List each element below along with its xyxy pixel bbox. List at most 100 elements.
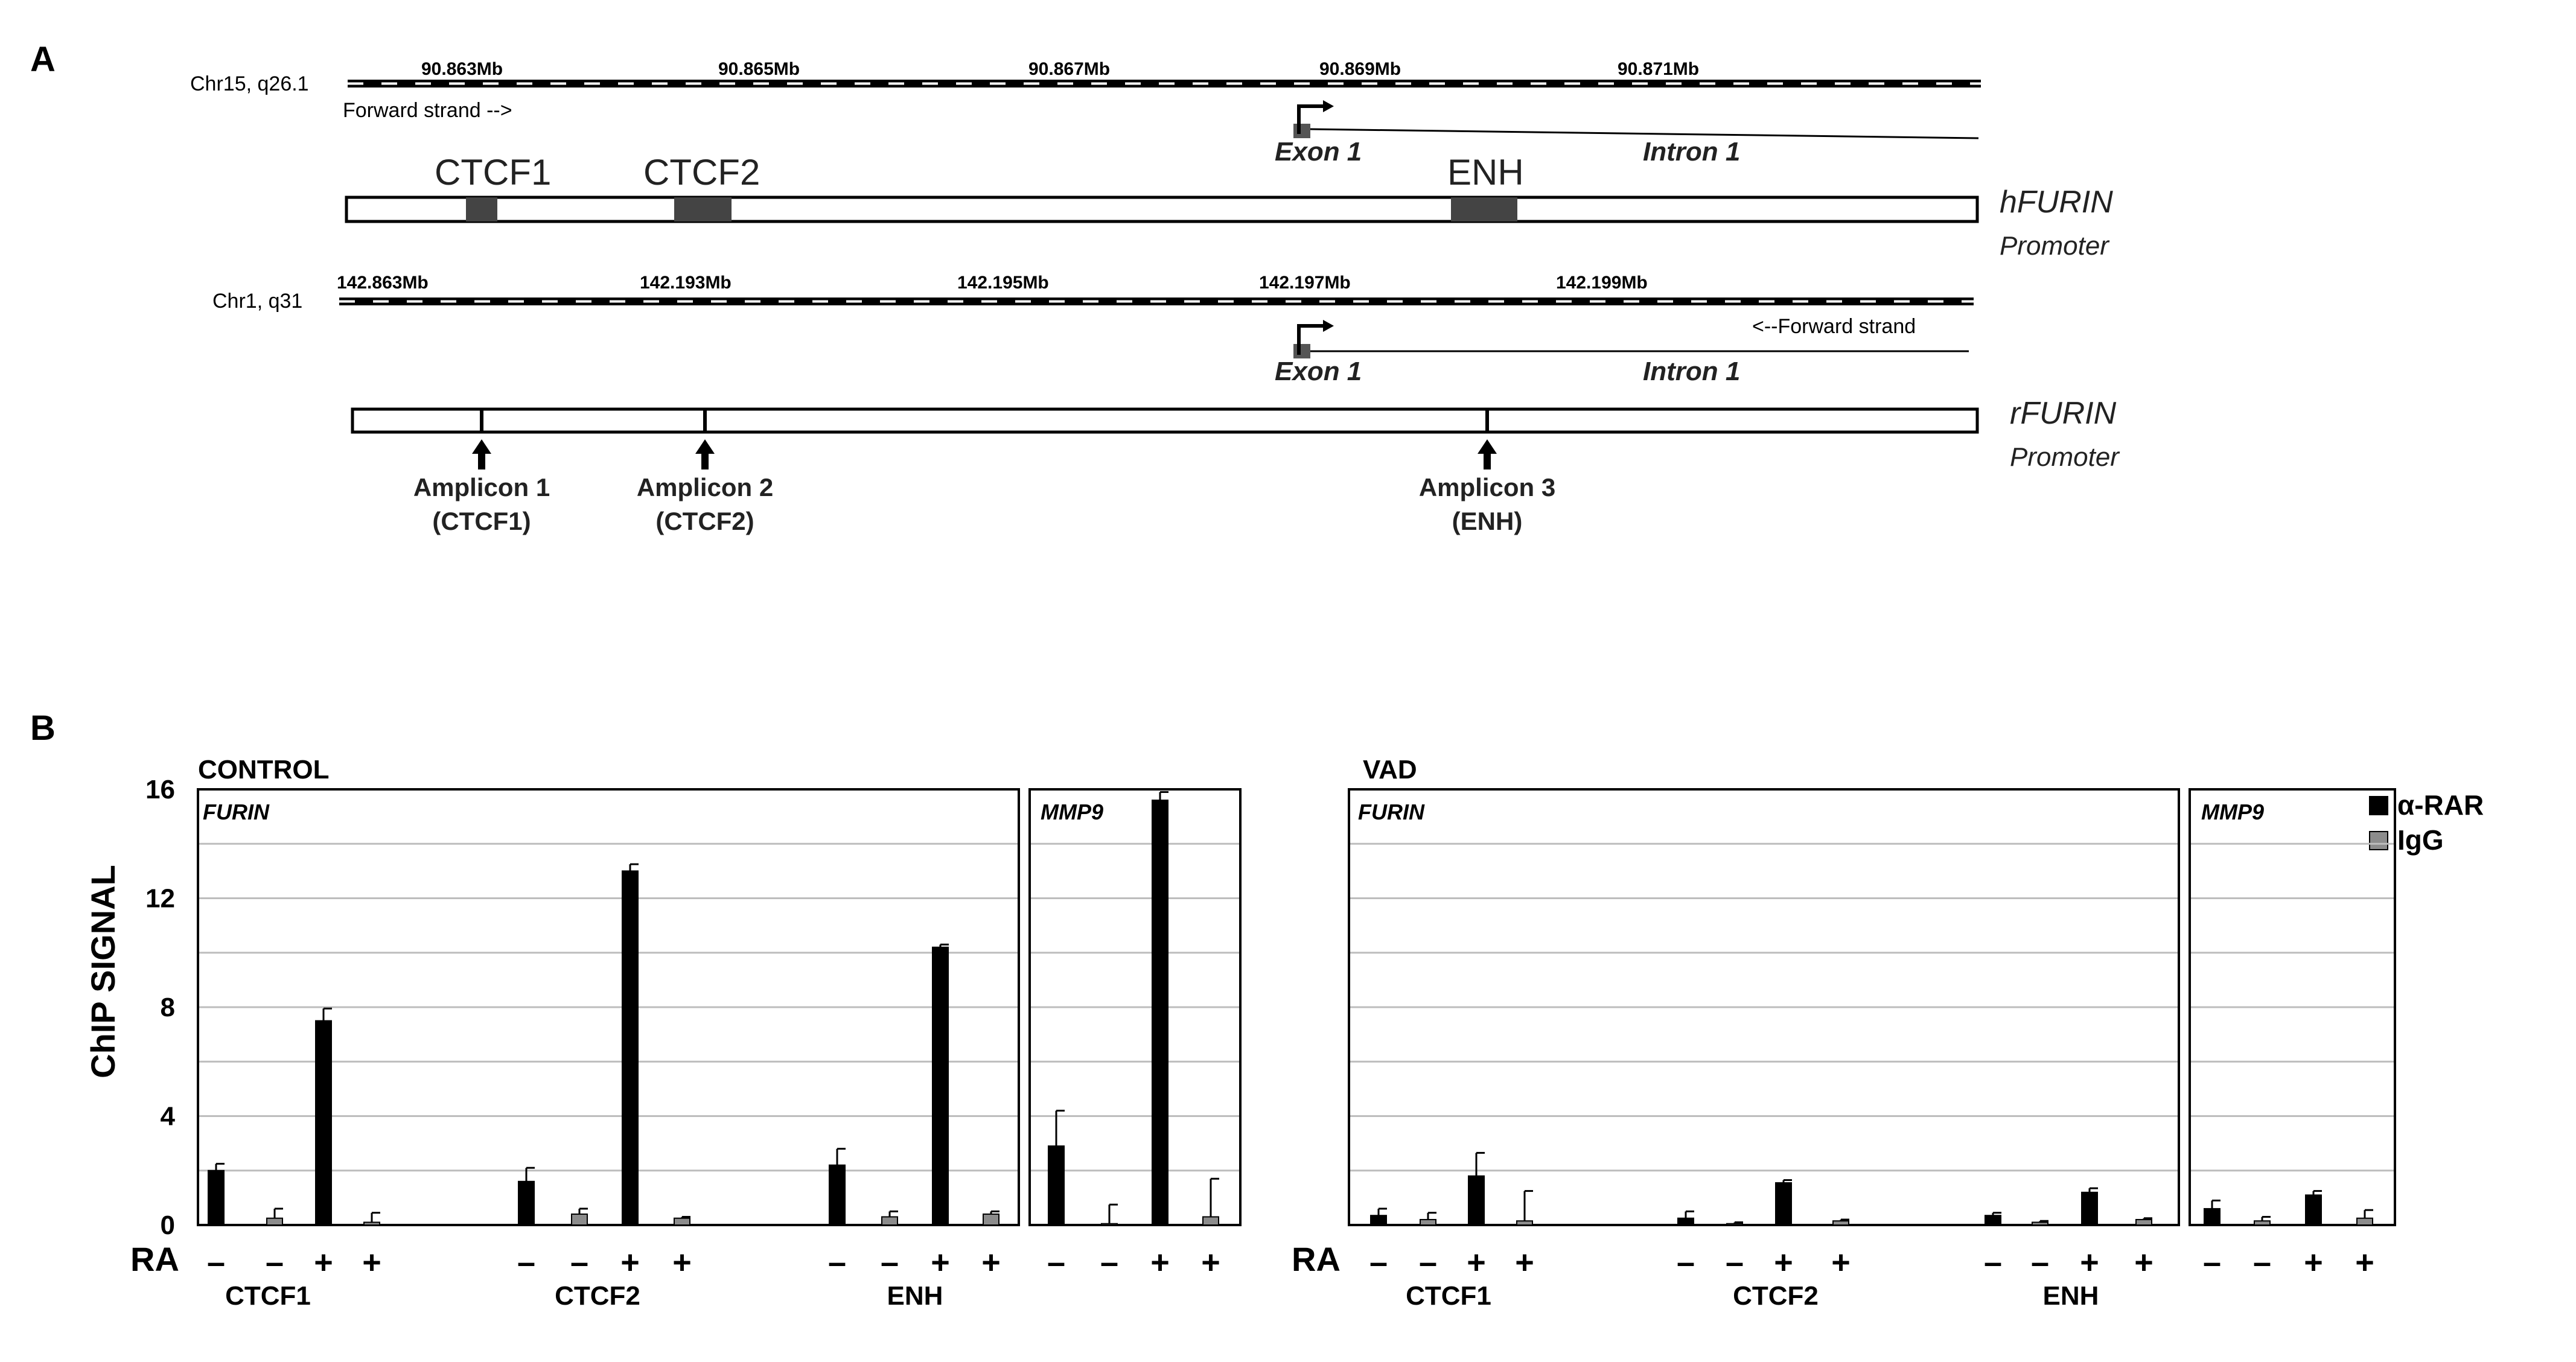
- ra-sign: –: [2253, 1244, 2271, 1281]
- ra-sign: –: [1369, 1244, 1388, 1281]
- ra-sign: –: [1677, 1244, 1695, 1281]
- bar-rar: [2081, 1191, 2098, 1226]
- amplicon-3-name: Amplicon 3: [1419, 473, 1555, 501]
- rat-exon-label: Exon 1: [1275, 357, 1362, 386]
- rat-tick-label: 142.193Mb: [640, 273, 732, 293]
- plot-frame: [2189, 788, 2396, 1226]
- rat-tick-label: 142.199Mb: [1556, 273, 1648, 293]
- rat-strand-label: <--Forward strand: [1752, 315, 1916, 338]
- condition-label-control: CONTROL: [198, 755, 330, 784]
- group-label: CTCF1: [1406, 1281, 1491, 1311]
- legend-swatch-rar: [2369, 796, 2388, 815]
- group-label: CTCF2: [555, 1281, 640, 1311]
- rat-promoter-bar: [351, 407, 1979, 434]
- rat-tick-label: 142.863Mb: [337, 273, 429, 293]
- control-mmp9-chart: MMP9––++: [1028, 788, 1242, 1281]
- bar-igg: [881, 1216, 898, 1226]
- rat-tss-arrow-icon: [1293, 320, 1334, 358]
- ra-sign: –: [1100, 1244, 1118, 1281]
- y-tick-label: 4: [161, 1102, 176, 1131]
- ra-sign: +: [1515, 1244, 1534, 1281]
- amplicon-1-arrow-icon: [472, 439, 491, 469]
- bar-rar: [208, 1169, 225, 1226]
- ra-sign: –: [517, 1244, 535, 1281]
- human-gene-label: hFURIN: [2000, 185, 2113, 220]
- plot-frame: [197, 788, 1020, 1226]
- ra-sign: –: [2203, 1244, 2221, 1281]
- ra-label-control: RA: [130, 1240, 179, 1278]
- bar-rar: [1468, 1175, 1485, 1226]
- ctcf2-site: [674, 197, 732, 221]
- human-tick-label: 90.869Mb: [1319, 59, 1401, 79]
- group-label: CTCF1: [225, 1281, 311, 1311]
- bar-rar: [932, 946, 949, 1226]
- ra-sign: +: [931, 1244, 950, 1281]
- bar-igg: [983, 1213, 999, 1226]
- plot-panel-label: MMP9: [2201, 800, 2264, 824]
- ra-sign: +: [1774, 1244, 1793, 1281]
- y-axis-title: ChIP SIGNAL: [84, 865, 122, 1078]
- rat-intron-label: Intron 1: [1643, 357, 1740, 386]
- bar-igg: [266, 1217, 283, 1226]
- human-intron-label: Intron 1: [1643, 137, 1740, 167]
- panel-a-label: A: [30, 40, 56, 79]
- ra-sign: –: [2031, 1244, 2049, 1281]
- human-tick-label: 90.863Mb: [421, 59, 503, 79]
- human-chr-label: Chr15, q26.1: [190, 72, 309, 95]
- ra-sign: –: [207, 1244, 225, 1281]
- ra-sign: –: [828, 1244, 846, 1281]
- condition-label-vad: VAD: [1363, 755, 1417, 784]
- ra-sign: –: [1726, 1244, 1744, 1281]
- ra-sign: –: [881, 1244, 899, 1281]
- human-promoter-bar: [345, 196, 1979, 223]
- human-scale-ticks: 90.863Mb 90.865Mb 90.867Mb 90.869Mb 90.8…: [421, 59, 1699, 79]
- ra-label-vad: RA: [1292, 1240, 1341, 1278]
- ra-sign: +: [314, 1244, 333, 1281]
- y-tick-label: 16: [145, 775, 175, 804]
- bar-igg: [2254, 1220, 2271, 1226]
- bar-rar: [1370, 1215, 1387, 1226]
- ra-sign: –: [266, 1244, 284, 1281]
- bar-igg: [363, 1221, 380, 1226]
- rat-chr-label: Chr1, q31: [212, 290, 302, 313]
- bar-rar: [518, 1180, 535, 1226]
- ra-sign: +: [2355, 1244, 2374, 1281]
- ra-sign: +: [672, 1244, 692, 1281]
- vad-mmp9-chart: MMP9––++: [2189, 788, 2396, 1281]
- bar-igg: [1516, 1220, 1533, 1226]
- region-label-enh: ENH: [1447, 152, 1524, 193]
- legend-swatch-igg: [2369, 831, 2388, 850]
- rat-tick-label: 142.197Mb: [1259, 273, 1351, 293]
- ra-sign: –: [1047, 1244, 1065, 1281]
- plot-panel-label: MMP9: [1041, 800, 1103, 824]
- amplicon-3-target: (ENH): [1452, 507, 1523, 535]
- control-furin-chart: FURIN––++CTCF1––++CTCF2––++ENH: [197, 788, 1020, 1311]
- plot-frame: [1348, 788, 2180, 1226]
- ra-sign: +: [620, 1244, 640, 1281]
- ra-sign: –: [1419, 1244, 1437, 1281]
- bar-igg: [2032, 1221, 2048, 1226]
- ctcf1-site: [466, 197, 497, 221]
- amplicon-3-arrow-icon: [1478, 439, 1497, 469]
- region-label-ctcf1: CTCF1: [435, 152, 551, 193]
- bar-rar: [829, 1164, 846, 1226]
- bar-igg: [2356, 1217, 2373, 1226]
- bar-rar: [2305, 1194, 2322, 1226]
- ra-sign: +: [1831, 1244, 1851, 1281]
- legend-label-igg: IgG: [2397, 824, 2444, 856]
- rat-tick-label: 142.195Mb: [957, 273, 1049, 293]
- bar-igg: [1101, 1223, 1118, 1226]
- human-tick-label: 90.871Mb: [1618, 59, 1699, 79]
- bar-rar: [1048, 1145, 1065, 1226]
- human-tick-label: 90.865Mb: [718, 59, 800, 79]
- bar-igg: [2135, 1218, 2152, 1226]
- amplicon-1-target: (CTCF1): [432, 507, 531, 535]
- plot-panel-label: FURIN: [1358, 800, 1425, 824]
- region-label-ctcf2: CTCF2: [643, 152, 760, 193]
- group-label: CTCF2: [1733, 1281, 1819, 1311]
- bar-rar: [2204, 1208, 2221, 1226]
- plot-panel-label: FURIN: [203, 800, 270, 824]
- ra-sign: +: [1201, 1244, 1220, 1281]
- bar-igg: [571, 1213, 588, 1226]
